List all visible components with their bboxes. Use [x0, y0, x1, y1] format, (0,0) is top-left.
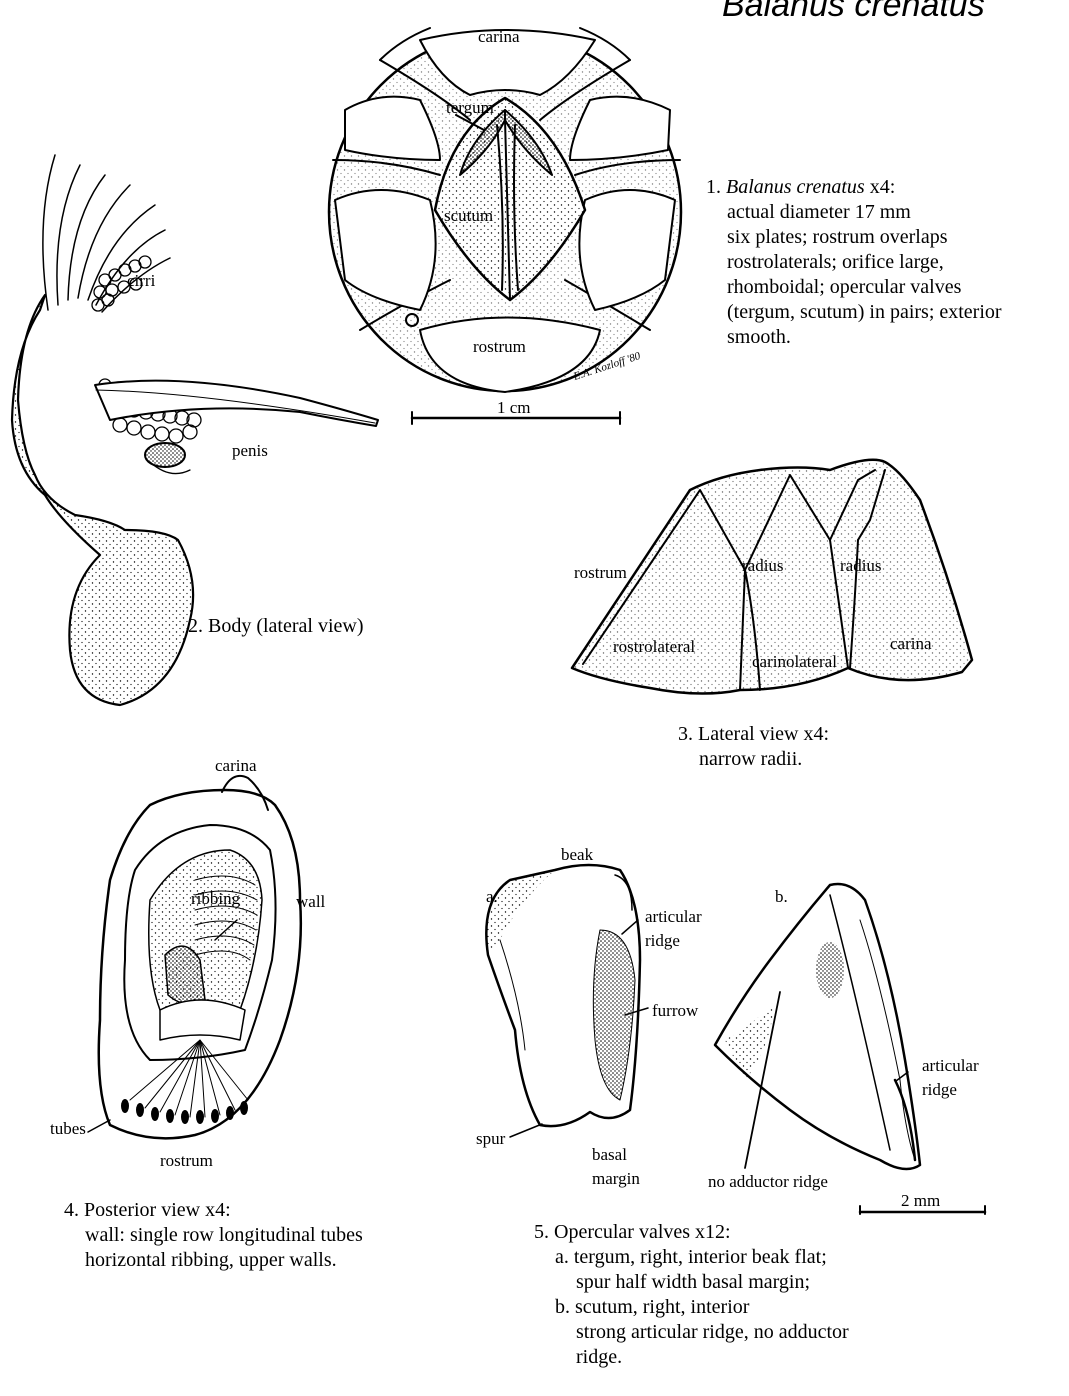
fig5a-tergum	[486, 865, 648, 1137]
fig4-label-ribbing: ribbing	[191, 889, 241, 908]
fig2-caption: 2. Body (lateral view)	[188, 614, 364, 639]
fig1-label-tergum: tergum	[446, 98, 494, 117]
fig5a-label-articular: articular	[645, 907, 702, 926]
fig5a-label-spur: spur	[476, 1129, 506, 1148]
fig3-label-rostrolateral: rostrolateral	[613, 637, 695, 656]
fig5b-label-no-adductor-ridge: no adductor ridge	[708, 1172, 828, 1191]
fig5a-label-furrow: furrow	[652, 1001, 699, 1020]
fig1-scale-bar: 1 cm	[412, 398, 620, 424]
fig5-label-b: b.	[775, 887, 788, 906]
fig1-label-rostrum: rostrum	[473, 337, 526, 356]
fig3-label-rostrum: rostrum	[574, 563, 627, 582]
fig5a-label-ridge: ridge	[645, 931, 680, 950]
fig5b-scutum	[715, 884, 920, 1169]
fig4-label-rostrum: rostrum	[160, 1151, 213, 1170]
fig3-label-carina: carina	[890, 634, 932, 653]
fig1-caption: 1. Balanus crenatus x4: actual diameter …	[706, 175, 1002, 350]
fig4-label-wall: wall	[296, 892, 326, 911]
fig4-caption: 4. Posterior view x4: wall: single row l…	[64, 1198, 363, 1273]
fig3-label-radius-2: radius	[840, 556, 882, 575]
fig5-caption: 5. Opercular valves x12: a. tergum, righ…	[534, 1220, 849, 1370]
fig5b-label-articular: articular	[922, 1056, 979, 1075]
fig5-scale-bar: 2 mm	[860, 1191, 985, 1214]
fig5a-label-basal: basal	[592, 1145, 627, 1164]
fig1-caption-heading: 1. Balanus crenatus x4:	[706, 175, 1002, 200]
fig5b-label-ridge: ridge	[922, 1080, 957, 1099]
fig1-label-carina: carina	[478, 27, 520, 46]
figure-title: Balanus crenatus	[722, 0, 985, 25]
fig5-label-a: a.	[486, 887, 498, 906]
fig5a-label-beak: beak	[561, 845, 594, 864]
fig1-scale-label: 1 cm	[497, 398, 531, 417]
fig4-label-tubes: tubes	[50, 1119, 86, 1138]
fig3-label-carinolateral: carinolateral	[752, 652, 837, 671]
fig1-label-scutum: scutum	[444, 206, 493, 225]
fig1-caption-species: Balanus crenatus	[726, 176, 865, 198]
fig3-label-radius-1: radius	[742, 556, 784, 575]
fig4-posterior-view	[88, 776, 301, 1138]
fig2-label-penis: penis	[232, 441, 268, 460]
fig5-scale-label: 2 mm	[901, 1191, 940, 1210]
fig5a-label-margin: margin	[592, 1169, 640, 1188]
fig2-label-cirri: cirri	[127, 271, 156, 290]
fig4-label-carina: carina	[215, 756, 257, 775]
fig3-caption: 3. Lateral view x4: narrow radii.	[678, 722, 829, 772]
